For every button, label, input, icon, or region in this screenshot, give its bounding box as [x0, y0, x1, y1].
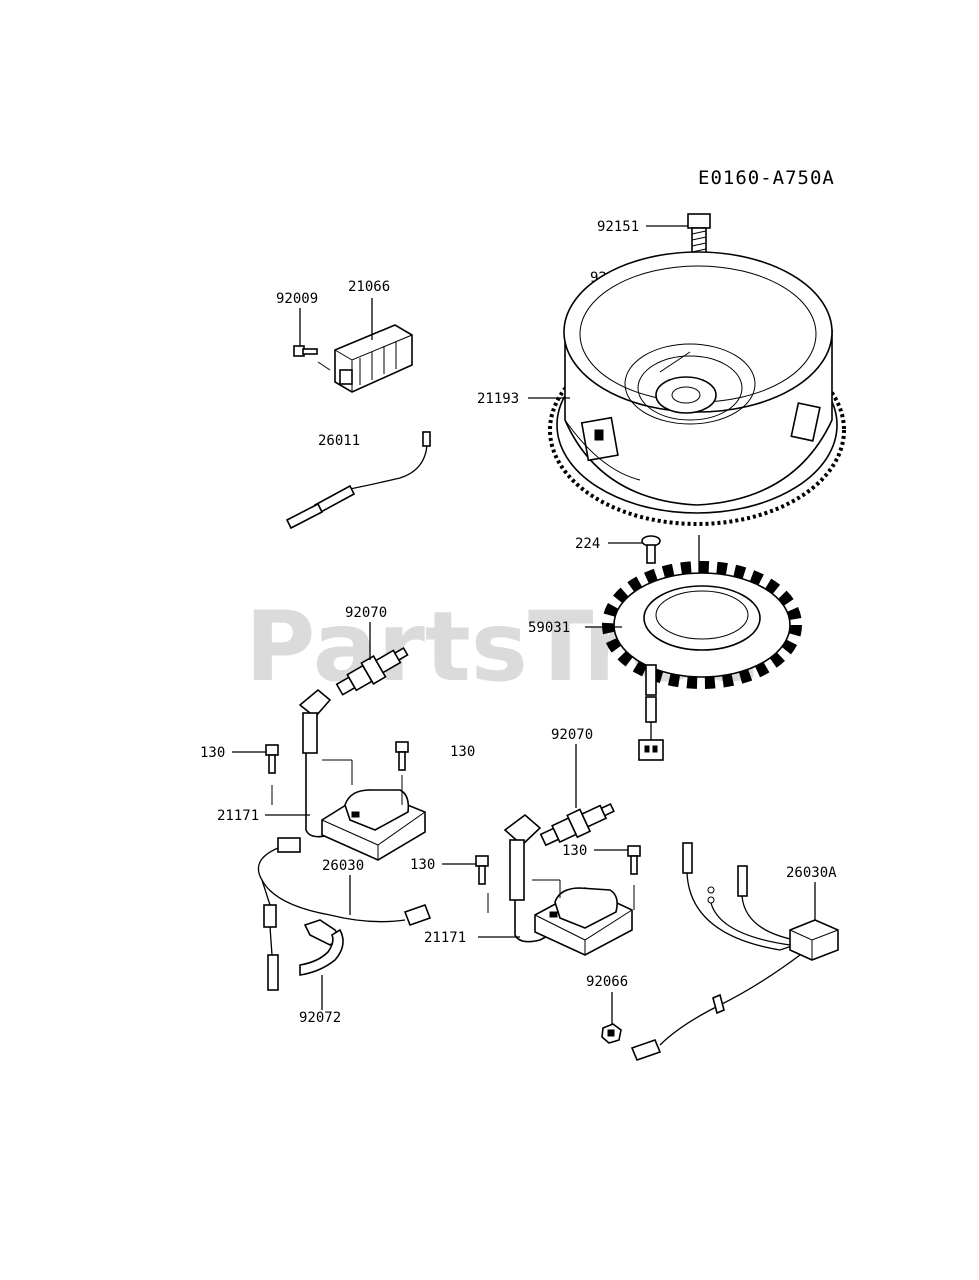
bolt-130-b[interactable]: [395, 741, 409, 771]
callout-21193: 21193: [477, 391, 519, 407]
bolt-92151[interactable]: [687, 213, 711, 259]
callout-21171-lower: 21171: [424, 930, 466, 946]
bolt-130-c[interactable]: [475, 855, 489, 885]
bolt-224[interactable]: [641, 535, 661, 564]
diagram-code: E0160-A750A: [698, 167, 835, 189]
screw-92009[interactable]: [293, 345, 318, 357]
callout-92072: 92072: [299, 1010, 341, 1026]
callout-26011: 26011: [318, 433, 360, 449]
callout-21066: 21066: [348, 279, 390, 295]
ignition-coil-21171-lower[interactable]: [503, 813, 633, 956]
callout-26030: 26030: [322, 858, 364, 874]
callout-59031: 59031: [528, 620, 570, 636]
clip-92072[interactable]: [299, 919, 344, 976]
nut-92066[interactable]: [601, 1023, 622, 1044]
callout-92070-upper: 92070: [345, 605, 387, 621]
spark-plug-92070-lower[interactable]: [538, 797, 617, 851]
callout-224: 224: [575, 536, 600, 552]
callout-92151: 92151: [597, 219, 639, 235]
ignition-coil-21171-upper[interactable]: [298, 688, 426, 861]
lead-wire-26011[interactable]: [285, 431, 431, 530]
callout-21171-upper: 21171: [217, 808, 259, 824]
bolt-130-a[interactable]: [265, 744, 279, 774]
callout-92066: 92066: [586, 974, 628, 990]
callout-130-a: 130: [200, 745, 225, 761]
callout-130-d: 130: [562, 843, 587, 859]
wire-harness-26030[interactable]: [257, 837, 432, 991]
bolt-130-d[interactable]: [627, 845, 641, 875]
callout-130-b: 130: [450, 744, 475, 760]
callout-130-c: 130: [410, 857, 435, 873]
callout-26030A: 26030A: [786, 865, 837, 881]
spark-plug-92070-upper[interactable]: [334, 641, 412, 700]
flywheel-21193[interactable]: [548, 251, 846, 526]
stator-59031[interactable]: [602, 561, 802, 761]
callout-92070-lower: 92070: [551, 727, 593, 743]
regulator-21066[interactable]: [334, 324, 413, 393]
callout-92009: 92009: [276, 291, 318, 307]
